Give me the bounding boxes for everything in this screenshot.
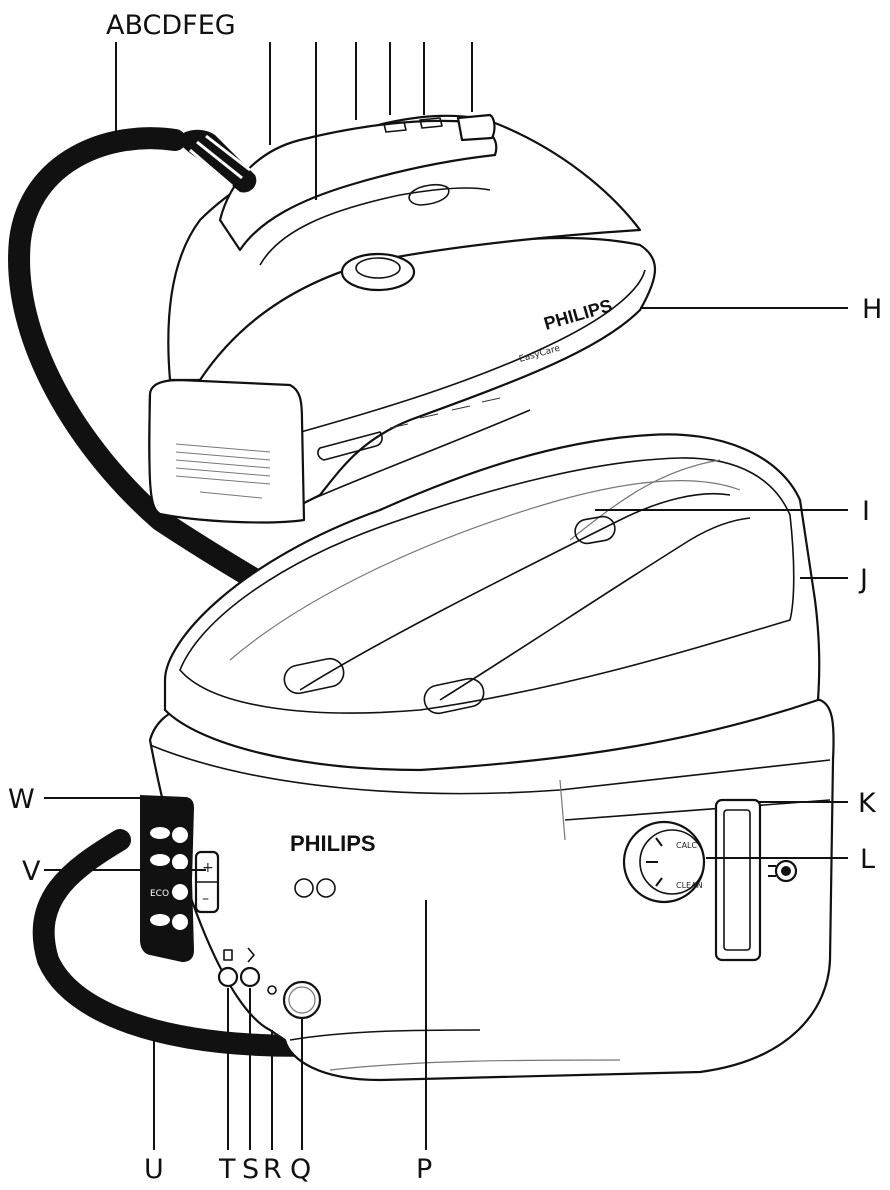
label-T: T xyxy=(218,1154,236,1185)
part-labels: ABCDFEG H I J K L W V U T S R Q P xyxy=(8,10,882,1185)
iron: PHILIPS EasyCare xyxy=(148,113,657,524)
steam-trigger xyxy=(408,183,450,206)
water-tank-button xyxy=(239,966,261,988)
label-I: I xyxy=(862,496,870,527)
dial-clean-label: CLEAN xyxy=(676,881,703,890)
temperature-dial xyxy=(340,252,416,292)
label-P: P xyxy=(416,1154,432,1185)
label-U: U xyxy=(144,1154,164,1185)
eco-label: ECO xyxy=(150,889,169,899)
base-brand: PHILIPS xyxy=(290,831,376,856)
label-V: V xyxy=(22,856,41,887)
heel-instruction-table xyxy=(175,443,271,499)
steam-level-low-light xyxy=(172,914,188,930)
eco-light xyxy=(172,884,188,900)
ready-light xyxy=(267,985,277,995)
plus-button-label: + xyxy=(202,860,214,876)
label-R: R xyxy=(263,1154,282,1185)
label-W: W xyxy=(8,784,35,815)
label-J: J xyxy=(858,564,868,595)
steam-lock-button xyxy=(456,113,496,142)
calc-clean-dial xyxy=(622,820,706,904)
leader-lines xyxy=(44,42,848,1150)
eco-icon xyxy=(294,878,314,898)
steam-cloud-icon xyxy=(150,827,170,839)
dial-calc-label: CALC xyxy=(676,841,698,850)
auto-shutoff-button xyxy=(217,966,239,988)
minus-button-label: – xyxy=(202,891,209,907)
steam-cloud-icon xyxy=(150,914,170,926)
panel-buttons: ECO xyxy=(150,827,188,930)
label-L: L xyxy=(860,844,875,875)
water-level-window xyxy=(714,798,762,962)
handle-grip xyxy=(178,129,257,193)
label-Q: Q xyxy=(290,1154,311,1185)
label-H: H xyxy=(862,294,882,325)
water-tank-icon xyxy=(247,947,255,963)
steam-level-high-light xyxy=(172,827,188,843)
label-S: S xyxy=(242,1154,259,1185)
label-K: K xyxy=(858,788,877,819)
steam-level-mid-light xyxy=(172,854,188,870)
steam-cloud-icon xyxy=(150,854,170,866)
temperature-icon xyxy=(223,949,233,961)
base-station: ECO + – PHILIPS CALC CLEAN xyxy=(140,433,835,1082)
label-top-group: ABCDFEG xyxy=(106,10,236,41)
